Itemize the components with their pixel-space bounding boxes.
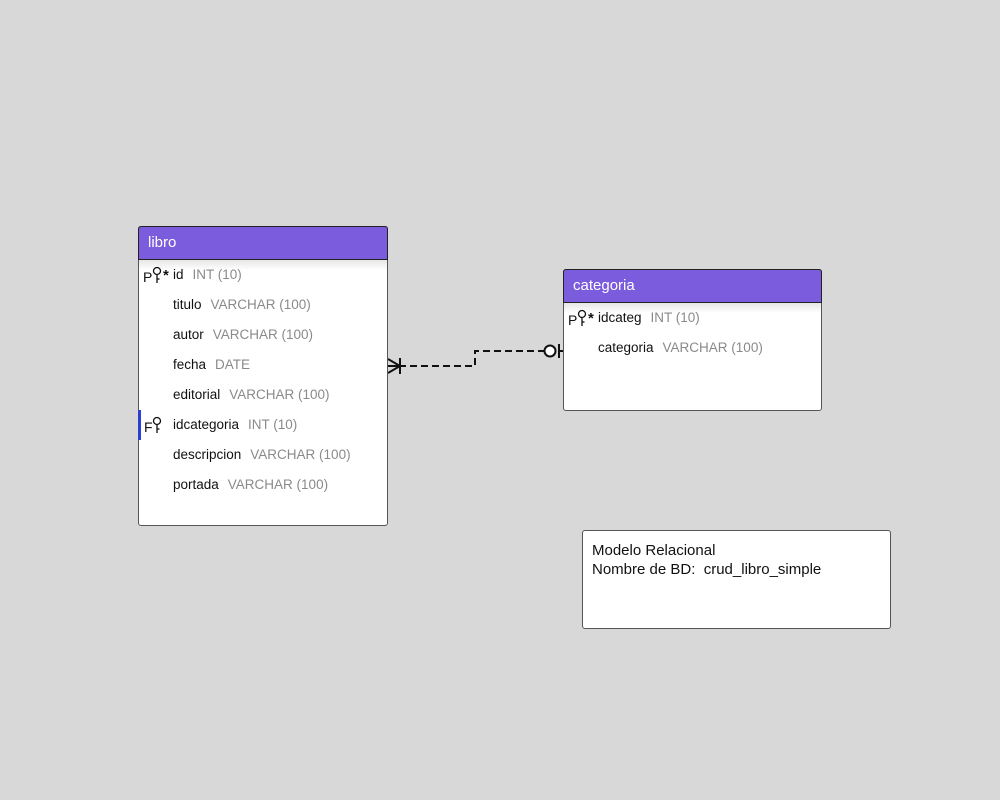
note-title: Modelo Relacional bbox=[592, 542, 716, 559]
attribute-type: INT (10) bbox=[650, 310, 700, 325]
crowfoot-many-icon bbox=[387, 358, 401, 374]
entity-title: categoria bbox=[573, 277, 635, 294]
svg-text:P: P bbox=[568, 312, 577, 328]
foreign-key-icon: F bbox=[144, 416, 162, 435]
svg-text:*: * bbox=[588, 310, 594, 327]
svg-text:*: * bbox=[163, 267, 169, 284]
entity-header[interactable]: libro bbox=[138, 226, 388, 260]
entity-header[interactable]: categoria bbox=[563, 269, 822, 303]
attribute-type: VARCHAR (100) bbox=[250, 447, 351, 462]
model-note[interactable]: Modelo Relacional Nombre de BD: crud_lib… bbox=[582, 530, 891, 629]
svg-text:P: P bbox=[143, 269, 152, 285]
zero-or-one-icon bbox=[543, 344, 560, 358]
attribute-type: VARCHAR (100) bbox=[210, 297, 311, 312]
svg-text:F: F bbox=[144, 419, 153, 435]
attribute-type: VARCHAR (100) bbox=[212, 327, 314, 342]
attribute-type: INT (10) bbox=[248, 417, 298, 432]
note-db-name: Nombre de BD: crud_libro_simple bbox=[592, 561, 822, 578]
attribute-type: INT (10) bbox=[192, 267, 242, 282]
primary-key-icon: P * bbox=[143, 266, 169, 285]
entity-title: libro bbox=[148, 234, 177, 251]
attribute-type: VARCHAR (100) bbox=[662, 340, 763, 355]
primary-key-icon: P * bbox=[568, 309, 594, 328]
attribute-type: VARCHAR (100) bbox=[227, 477, 329, 492]
attribute-type: VARCHAR (100) bbox=[229, 387, 330, 402]
attribute-type: DATE bbox=[215, 357, 251, 372]
